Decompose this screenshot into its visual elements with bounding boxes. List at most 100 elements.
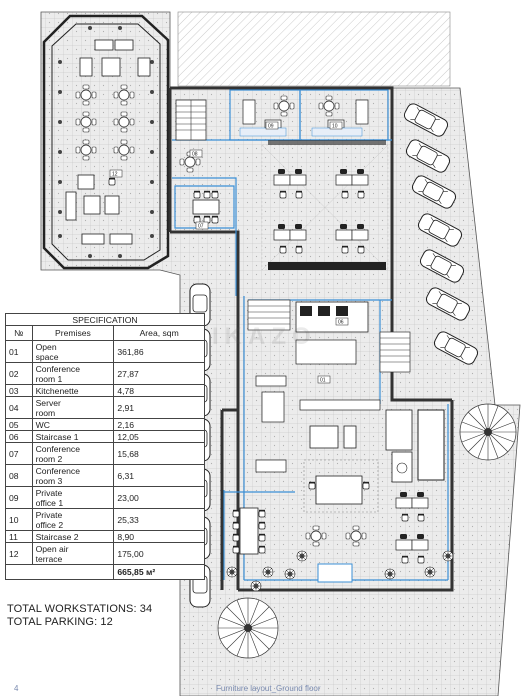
row-area: 361,86: [113, 340, 205, 363]
terrace-furniture: [65, 39, 151, 245]
service-rooms: [295, 301, 445, 483]
neighbour-building: [177, 11, 451, 87]
total-label-cell: [4, 564, 115, 580]
row-area: 6,31: [113, 464, 205, 487]
premises-line-1: Private: [35, 509, 63, 520]
premises-line-1: Staircase 2: [35, 531, 79, 542]
total-area: 665,85 м²: [113, 564, 205, 580]
page-number: 4: [14, 684, 19, 693]
premises-line-1: Open air: [35, 543, 69, 554]
column-header-premises: Premises: [31, 325, 115, 341]
room-tag-09: 09: [268, 124, 274, 130]
row-number: 06: [5, 430, 33, 443]
column-header-area: Area, sqm: [113, 325, 205, 341]
room-tag-12: 12: [112, 172, 118, 178]
premises-line-2: space: [35, 351, 59, 362]
row-area: 175,00: [113, 542, 205, 565]
premises-line-2: room 3: [35, 475, 63, 486]
row-number: 05: [5, 418, 33, 431]
row-premises: Staircase 1: [31, 430, 115, 443]
premises-line-1: Conference: [35, 465, 81, 476]
row-number: 01: [5, 340, 33, 363]
row-number: 07: [5, 442, 33, 465]
terrace-planters: [58, 26, 154, 258]
row-area: 2,91: [113, 396, 205, 419]
premises-line-2: room: [35, 407, 56, 418]
premises-line-1: Server: [35, 397, 61, 408]
premises-line-1: Private: [35, 487, 63, 498]
premises-line-2: room 1: [35, 373, 63, 384]
summary: TOTAL WORKSTATIONS: 34 TOTAL PARKING: 12: [7, 603, 152, 629]
row-premises: Staircase 2: [31, 530, 115, 543]
room-tag-10: 10: [332, 124, 338, 130]
premises-line-2: office 2: [35, 519, 64, 530]
room-tag-01: 01: [320, 378, 326, 384]
row-number: 02: [5, 362, 33, 385]
total-parking: TOTAL PARKING: 12: [7, 616, 113, 628]
row-area: 25,33: [113, 508, 205, 531]
row-area: 12,05: [113, 430, 205, 443]
staircase-2: [247, 299, 411, 373]
tree-right: [459, 403, 517, 461]
premises-line-2: terrace: [35, 553, 63, 564]
premises-line-1: Conference: [35, 363, 81, 374]
total-workstations: TOTAL WORKSTATIONS: 34: [7, 603, 153, 615]
column-header-no: №: [5, 325, 33, 341]
premises-line-1: Conference: [35, 443, 81, 454]
premises-line-1: WC: [35, 419, 50, 430]
conference-rooms: [179, 151, 220, 224]
premises-line-1: Open: [35, 341, 57, 352]
row-area: 4,78: [113, 384, 205, 397]
room-tag-07: 07: [198, 224, 204, 230]
row-premises: WC: [31, 418, 115, 431]
row-number: 09: [5, 486, 33, 509]
premises-line-1: Kitchenette: [35, 385, 79, 396]
tree-bottom: [217, 597, 279, 659]
row-area: 2,16: [113, 418, 205, 431]
row-number: 04: [5, 396, 33, 419]
room-tag-08: 08: [192, 152, 198, 158]
row-number: 03: [5, 384, 33, 397]
room-tag-06: 06: [338, 320, 344, 326]
row-premises: Kitchenette: [31, 384, 115, 397]
entrance: [317, 563, 353, 583]
row-number: 10: [5, 508, 33, 531]
row-number: 11: [5, 530, 33, 543]
watermark: IKAZO: [212, 323, 317, 350]
row-area: 27,87: [113, 362, 205, 385]
terrace-outline: [42, 14, 170, 270]
building-walls: [168, 86, 454, 592]
row-area: 8,90: [113, 530, 205, 543]
conference-room-1: [232, 507, 266, 555]
premises-line-1: Staircase 1: [35, 431, 79, 442]
row-area: 23,00: [113, 486, 205, 509]
row-number: 12: [5, 542, 33, 565]
open-space-desks: [261, 140, 389, 271]
row-area: 15,68: [113, 442, 205, 465]
premises-line-2: office 1: [35, 497, 64, 508]
specification-title: SPECIFICATION: [5, 313, 205, 326]
premises-line-2: room 2: [35, 453, 63, 464]
